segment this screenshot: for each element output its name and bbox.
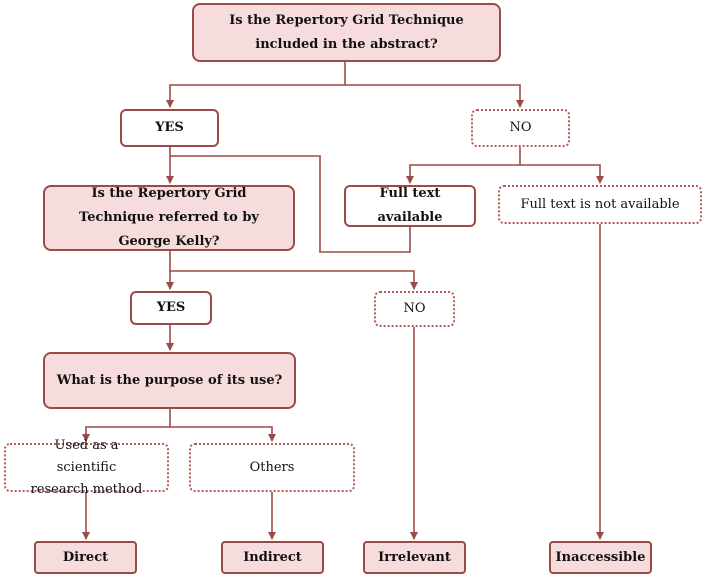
question-abstract-text: Is the Repertory Grid Technique included… <box>229 12 464 52</box>
yes-george-kelly-label: YES <box>156 300 186 315</box>
outcome-irrelevant: Irrelevant <box>363 541 466 574</box>
no-george-kelly: NO <box>374 291 455 327</box>
question-george-kelly: Is the Repertory Grid Technique referred… <box>43 185 295 251</box>
connector-q2-no <box>169 251 418 290</box>
no-abstract: NO <box>471 109 570 147</box>
question-purpose: What is the purpose of its use? <box>43 352 296 409</box>
yes-abstract-label: YES <box>155 120 184 135</box>
full-text-not-available-label: Full text is not available <box>520 196 680 212</box>
outcome-direct-label: Direct <box>62 549 109 565</box>
outcome-indirect-label: Indirect <box>243 549 302 565</box>
connector-no1-fulltext <box>406 147 521 184</box>
full-text-available-label: Full text available <box>377 186 443 225</box>
others: Others <box>189 443 355 492</box>
used-as-research-method: Used as a scientific research method <box>4 438 169 497</box>
full-text-available: Full text available <box>344 185 476 227</box>
outcome-inaccessible-label: Inaccessible <box>555 549 646 565</box>
question-purpose-text: What is the purpose of its use? <box>56 372 283 388</box>
outcome-inaccessible: Inaccessible <box>549 541 652 574</box>
outcome-irrelevant-label: Irrelevant <box>378 549 451 565</box>
question-abstract: Is the Repertory Grid Technique included… <box>192 3 501 62</box>
outcome-direct: Direct <box>34 541 137 574</box>
yes-abstract: YES <box>120 109 219 147</box>
connector-q3-others <box>170 426 276 442</box>
full-text-not-available: Full text is not available <box>498 185 702 224</box>
connector-q1-yes <box>166 62 346 108</box>
connector-q3-method <box>82 409 171 442</box>
used-as-research-method-label: Used as a scientific research method <box>30 437 143 497</box>
connector-q1-no <box>345 84 524 108</box>
question-george-kelly-text: Is the Repertory Grid Technique referred… <box>79 186 259 249</box>
outcome-indirect: Indirect <box>221 541 324 574</box>
yes-george-kelly: YES <box>130 291 212 325</box>
others-label: Others <box>249 459 295 475</box>
no-george-kelly-label: NO <box>403 301 426 316</box>
no-abstract-label: NO <box>509 120 532 135</box>
connector-no1-notavailable <box>520 164 604 184</box>
connector-yes1-fulltext <box>170 155 411 253</box>
